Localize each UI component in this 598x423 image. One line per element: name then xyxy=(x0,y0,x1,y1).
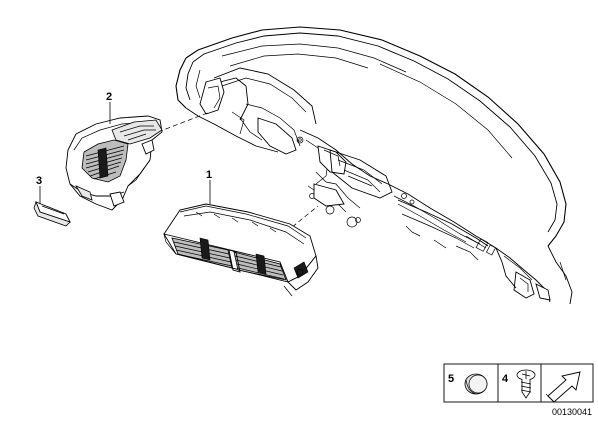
hollow-arrow-icon xyxy=(545,371,581,403)
screw-icon xyxy=(516,369,536,399)
assembly-line-vent-2 xyxy=(157,111,211,133)
callout-number-2: 2 xyxy=(106,91,112,103)
callout-number-3: 3 xyxy=(36,175,42,187)
assembly-line-vent-1 xyxy=(285,205,319,233)
dashboard-panel xyxy=(175,26,573,305)
legend-number-5: 5 xyxy=(448,373,454,385)
callout-number-1: 1 xyxy=(206,169,212,181)
trim-cover xyxy=(33,200,71,227)
legend-number-4: 4 xyxy=(502,373,509,385)
diagram-number: 00130041 xyxy=(552,407,592,417)
center-air-outlet xyxy=(163,203,319,297)
round-cap-icon xyxy=(464,373,488,395)
side-air-outlet xyxy=(65,115,163,211)
legend-box: 5 4 xyxy=(443,363,594,403)
